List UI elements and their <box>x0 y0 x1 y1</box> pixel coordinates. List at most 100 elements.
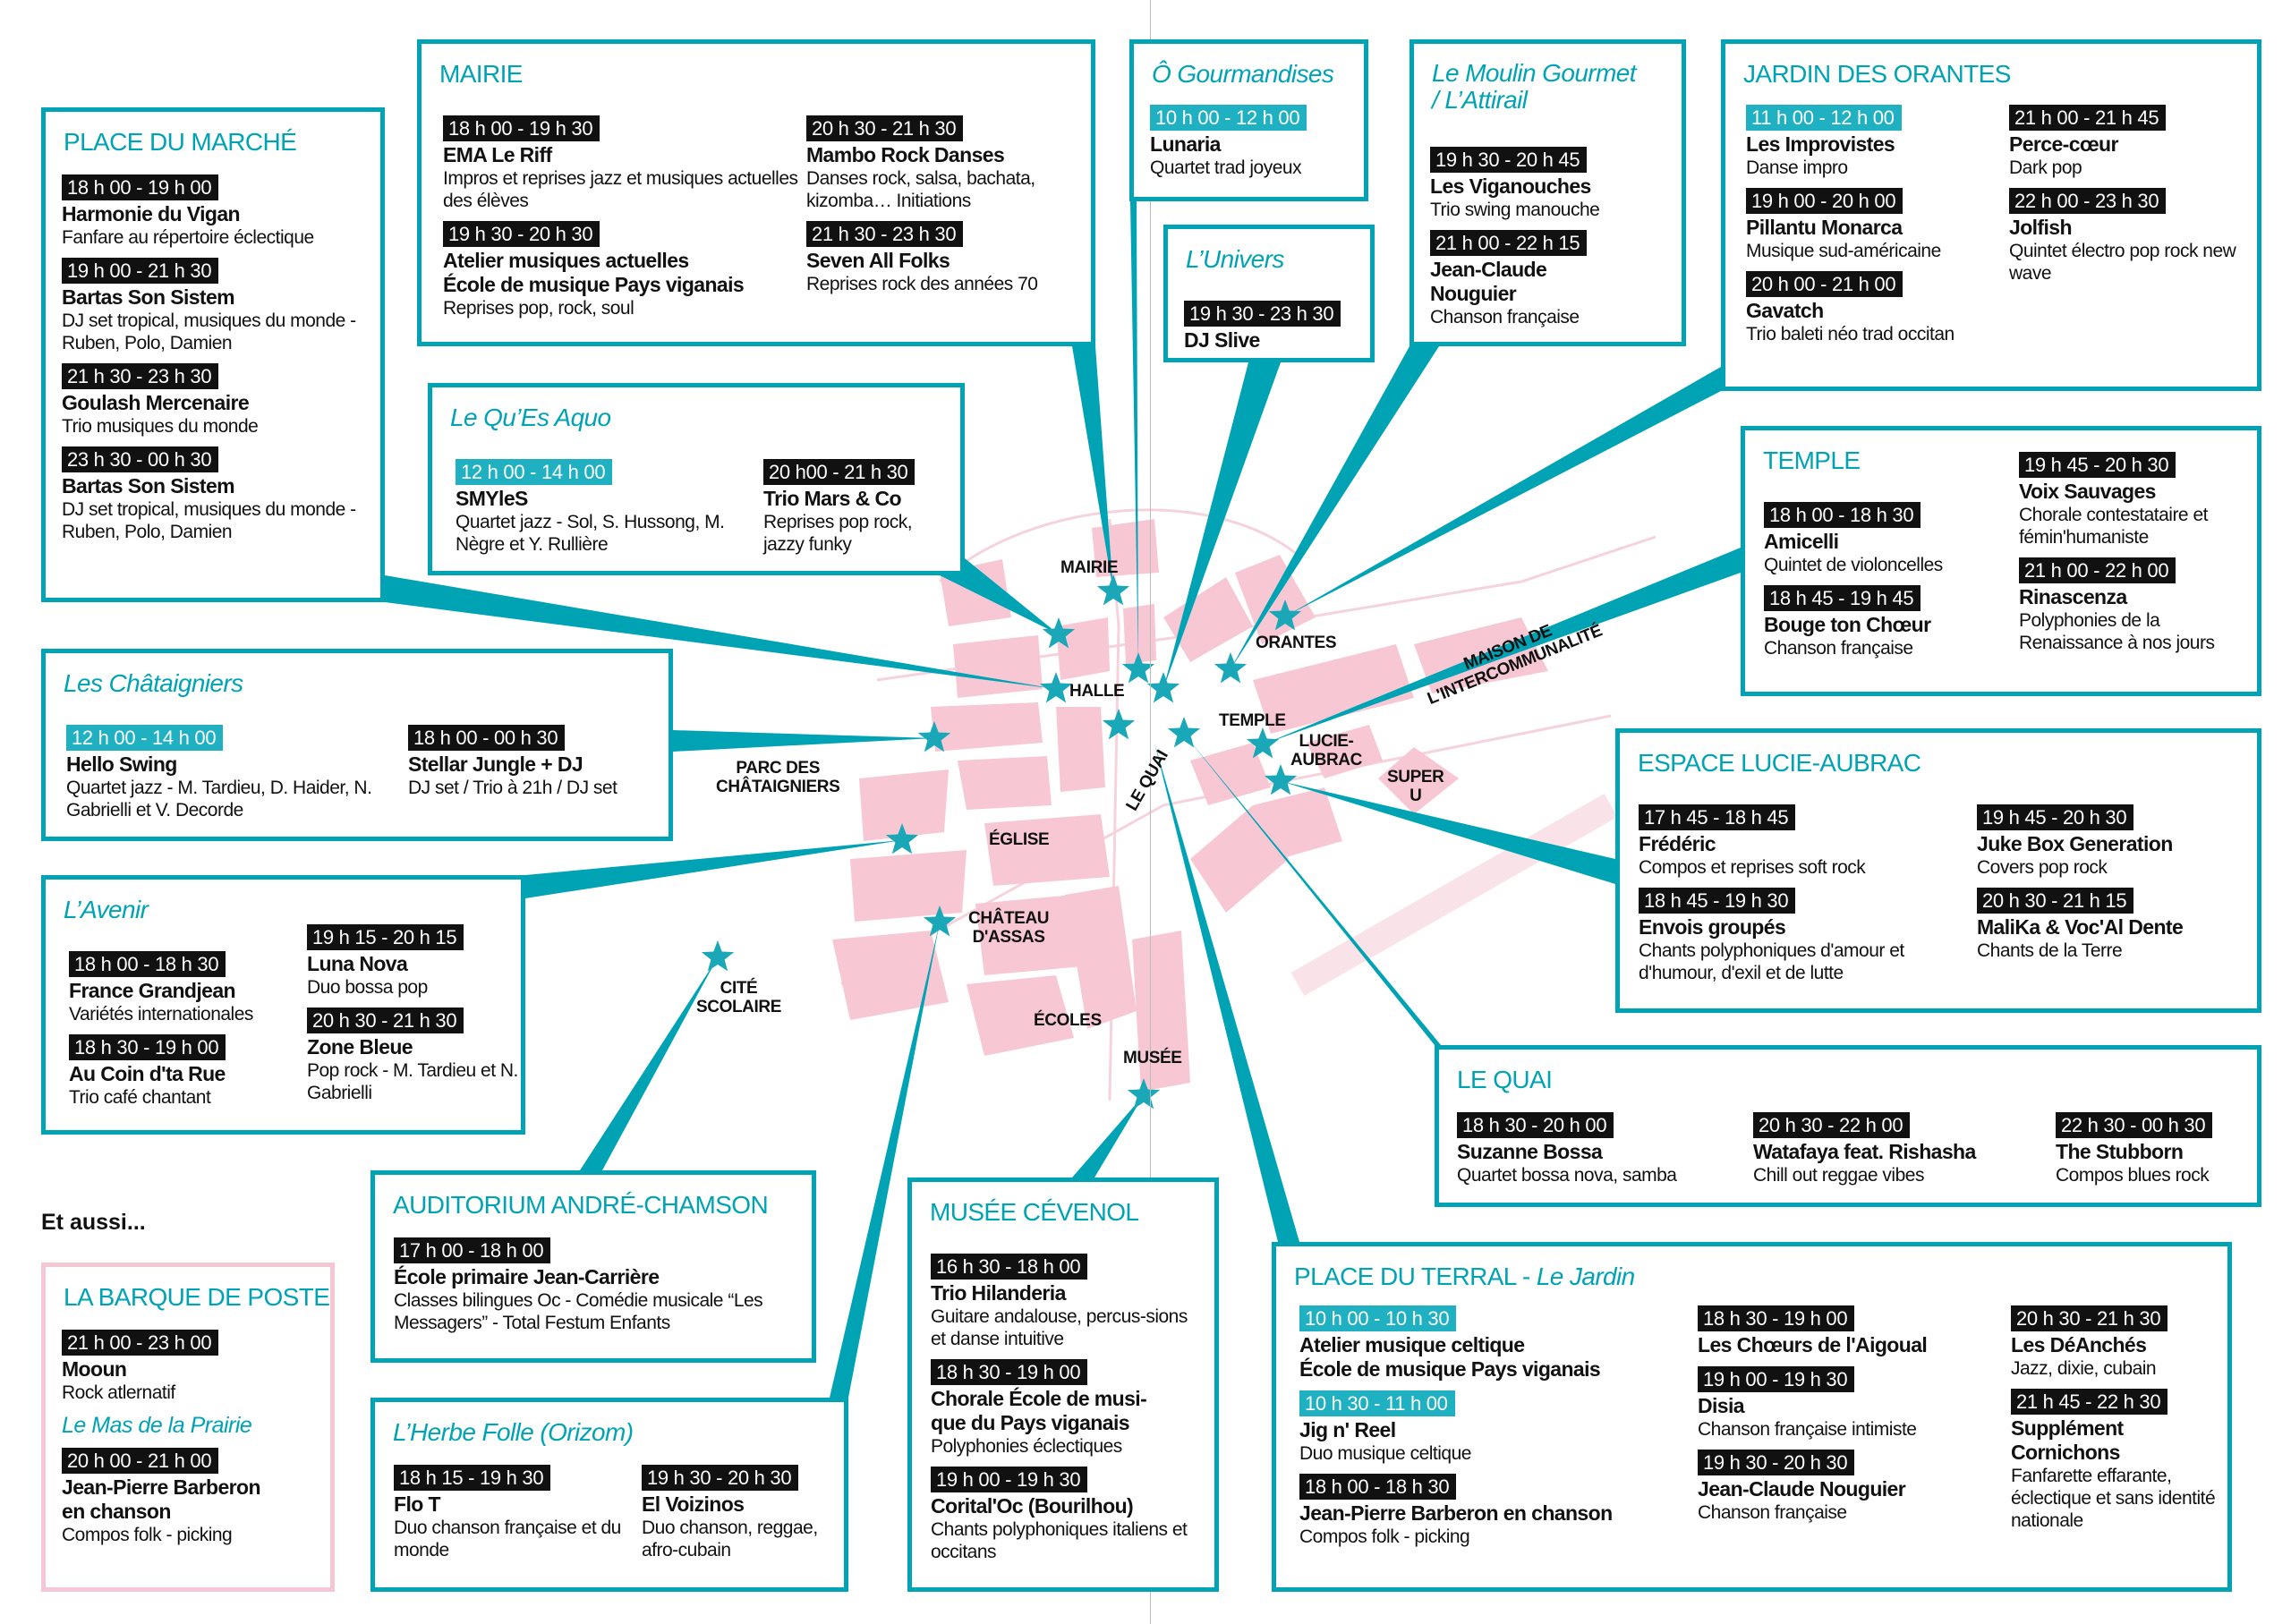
artist-name: DJ Slive <box>1184 328 1260 352</box>
star-marker-icon[interactable] <box>917 721 951 752</box>
event-description: Trio musiques du monde <box>62 416 259 437</box>
artist-name: Suzanne Bossa <box>1457 1140 1603 1163</box>
artist-name: Bouge ton Chœur <box>1764 613 1931 636</box>
event-description: Compos et reprises soft rock <box>1639 857 1866 878</box>
star-marker-icon[interactable] <box>1042 617 1076 649</box>
time-badge: 21 h 00 - 22 h 00 <box>2019 557 2176 583</box>
star-marker-icon[interactable] <box>1096 574 1130 606</box>
star-marker-icon[interactable] <box>701 940 735 972</box>
star-marker-icon[interactable] <box>1268 599 1302 631</box>
time-badge: 18 h 45 - 19 h 45 <box>1764 585 1921 611</box>
artist-name: Zone Bleue <box>307 1035 413 1059</box>
event-description: Compos blues rock <box>2056 1165 2210 1186</box>
artist-name: Mambo Rock Danses <box>806 143 1005 166</box>
time-badge: 10 h 00 - 12 h 00 <box>1150 105 1307 131</box>
artist-name: Jean-Claude Nouguier <box>1698 1477 1906 1501</box>
star-marker-icon[interactable] <box>1127 1078 1161 1110</box>
map-label-ecoles: ÉCOLES <box>1034 1011 1102 1030</box>
artist-name: Bartas Son Sistem <box>62 285 235 309</box>
venue-title-text: PLACE DU MARCHÉ <box>64 128 297 156</box>
star-marker-icon[interactable] <box>1246 727 1280 759</box>
event-description: Fanfarette effarante, éclectique et sans… <box>2011 1466 2216 1531</box>
time-badge: 19 h 30 - 20 h 30 <box>443 221 600 247</box>
venue-title-text: TEMPLE <box>1763 446 1861 474</box>
star-marker-icon[interactable] <box>1214 652 1248 684</box>
star-marker-icon[interactable] <box>923 906 957 937</box>
star-marker-icon[interactable] <box>885 823 919 855</box>
star-marker-icon[interactable] <box>1146 672 1180 703</box>
artist-name: Supplément Cornichons <box>2011 1416 2124 1464</box>
map-block <box>859 769 949 841</box>
star-marker-icon[interactable] <box>1121 652 1155 684</box>
star-marker-icon[interactable] <box>1102 709 1136 740</box>
time-badge: 20 h 30 - 21 h 30 <box>307 1008 464 1033</box>
map-block <box>953 635 1043 698</box>
map-block <box>850 850 967 922</box>
star-marker-icon[interactable] <box>1039 672 1073 703</box>
star-marker-icon[interactable] <box>1264 764 1298 795</box>
star-marker-icon[interactable] <box>1167 717 1201 748</box>
time-badge: 10 h 30 - 11 h 00 <box>1299 1390 1455 1416</box>
event-description: Duo bossa pop <box>307 977 428 998</box>
